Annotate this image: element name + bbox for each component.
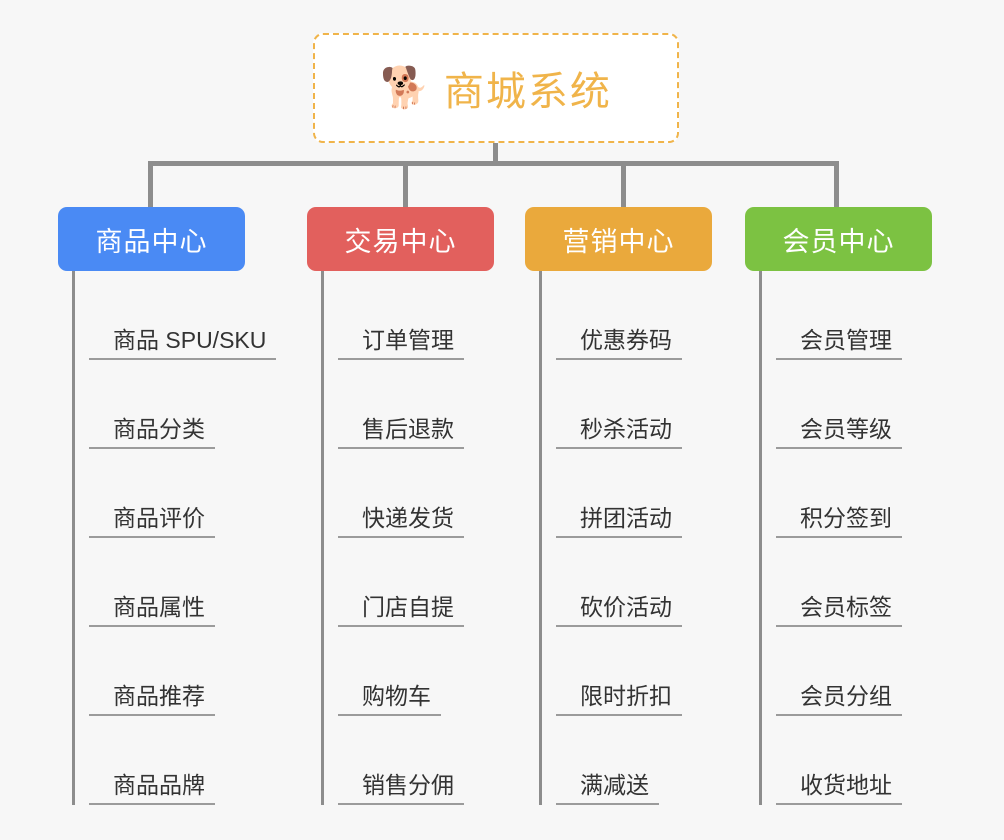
leaf-label: 会员等级 bbox=[776, 416, 902, 449]
leaf-label: 商品 SPU/SKU bbox=[89, 327, 277, 360]
list-item[interactable]: 快递发货 bbox=[338, 449, 494, 538]
leaf-label: 快递发货 bbox=[338, 505, 464, 538]
list-item[interactable]: 会员分组 bbox=[776, 627, 932, 716]
category-title: 商品中心 bbox=[95, 226, 208, 257]
leaf-label: 限时折扣 bbox=[556, 683, 682, 716]
column-member-center: 会员中心会员管理会员等级积分签到会员标签会员分组收货地址 bbox=[745, 207, 932, 805]
category-box-trade-center[interactable]: 交易中心 bbox=[307, 207, 494, 271]
connector-horizontal-bus bbox=[148, 161, 834, 166]
list-item[interactable]: 满减送 bbox=[556, 716, 712, 805]
list-item[interactable]: 商品评价 bbox=[89, 449, 245, 538]
leaf-label: 购物车 bbox=[338, 683, 441, 716]
list-item[interactable]: 售后退款 bbox=[338, 360, 494, 449]
list-item[interactable]: 积分签到 bbox=[776, 449, 932, 538]
leaf-label: 商品分类 bbox=[89, 416, 215, 449]
connector-drop-3 bbox=[621, 161, 626, 209]
leaf-list-trade-center: 订单管理售后退款快递发货门店自提购物车销售分佣 bbox=[321, 271, 494, 805]
root-node-shop-system[interactable]: 🐕 商城系统 bbox=[313, 33, 679, 143]
list-item[interactable]: 销售分佣 bbox=[338, 716, 494, 805]
shiba-dog-face-icon: 🐕 bbox=[380, 66, 430, 110]
column-marketing-center: 营销中心优惠券码秒杀活动拼团活动砍价活动限时折扣满减送 bbox=[525, 207, 712, 805]
list-item[interactable]: 商品属性 bbox=[89, 538, 245, 627]
root-node-title: 商城系统 bbox=[443, 70, 612, 114]
leaf-label: 商品推荐 bbox=[89, 683, 215, 716]
leaf-list-member-center: 会员管理会员等级积分签到会员标签会员分组收货地址 bbox=[759, 271, 932, 805]
leaf-label: 门店自提 bbox=[338, 594, 464, 627]
list-item[interactable]: 商品推荐 bbox=[89, 627, 245, 716]
list-item[interactable]: 商品品牌 bbox=[89, 716, 245, 805]
leaf-label: 优惠券码 bbox=[556, 327, 682, 360]
leaf-list-marketing-center: 优惠券码秒杀活动拼团活动砍价活动限时折扣满减送 bbox=[539, 271, 712, 805]
list-item[interactable]: 购物车 bbox=[338, 627, 494, 716]
connector-drop-4 bbox=[834, 161, 839, 209]
leaf-label: 砍价活动 bbox=[556, 594, 682, 627]
column-trade-center: 交易中心订单管理售后退款快递发货门店自提购物车销售分佣 bbox=[307, 207, 494, 805]
list-item[interactable]: 砍价活动 bbox=[556, 538, 712, 627]
category-box-member-center[interactable]: 会员中心 bbox=[745, 207, 932, 271]
leaf-label: 收货地址 bbox=[776, 772, 902, 805]
list-item[interactable]: 会员标签 bbox=[776, 538, 932, 627]
leaf-label: 商品品牌 bbox=[89, 772, 215, 805]
connector-root-stem bbox=[493, 143, 498, 165]
leaf-label: 积分签到 bbox=[776, 505, 902, 538]
leaf-label: 拼团活动 bbox=[556, 505, 682, 538]
list-item[interactable]: 拼团活动 bbox=[556, 449, 712, 538]
category-title: 营销中心 bbox=[562, 226, 675, 257]
list-item[interactable]: 商品 SPU/SKU bbox=[89, 271, 277, 360]
list-item[interactable]: 商品分类 bbox=[89, 360, 245, 449]
connector-drop-2 bbox=[403, 161, 408, 209]
leaf-label: 秒杀活动 bbox=[556, 416, 682, 449]
column-product-center: 商品中心商品 SPU/SKU 商品分类商品评价商品属性商品推荐商品品牌 bbox=[58, 207, 277, 805]
leaf-label: 会员标签 bbox=[776, 594, 902, 627]
leaf-list-product-center: 商品 SPU/SKU 商品分类商品评价商品属性商品推荐商品品牌 bbox=[72, 271, 277, 805]
list-item[interactable]: 优惠券码 bbox=[556, 271, 712, 360]
list-item[interactable]: 会员等级 bbox=[776, 360, 932, 449]
list-item[interactable]: 秒杀活动 bbox=[556, 360, 712, 449]
leaf-label: 会员管理 bbox=[776, 327, 902, 360]
leaf-label: 售后退款 bbox=[338, 416, 464, 449]
category-box-marketing-center[interactable]: 营销中心 bbox=[525, 207, 712, 271]
leaf-label: 满减送 bbox=[556, 772, 659, 805]
leaf-label: 销售分佣 bbox=[338, 772, 464, 805]
list-item[interactable]: 门店自提 bbox=[338, 538, 494, 627]
leaf-label: 商品评价 bbox=[89, 505, 215, 538]
list-item[interactable]: 限时折扣 bbox=[556, 627, 712, 716]
leaf-label: 会员分组 bbox=[776, 683, 902, 716]
leaf-label: 订单管理 bbox=[338, 327, 464, 360]
category-title: 交易中心 bbox=[344, 226, 457, 257]
list-item[interactable]: 收货地址 bbox=[776, 716, 932, 805]
category-box-product-center[interactable]: 商品中心 bbox=[58, 207, 245, 271]
list-item[interactable]: 会员管理 bbox=[776, 271, 932, 360]
leaf-label: 商品属性 bbox=[89, 594, 215, 627]
list-item[interactable]: 订单管理 bbox=[338, 271, 494, 360]
connector-drop-1 bbox=[148, 161, 153, 209]
category-title: 会员中心 bbox=[782, 226, 895, 257]
